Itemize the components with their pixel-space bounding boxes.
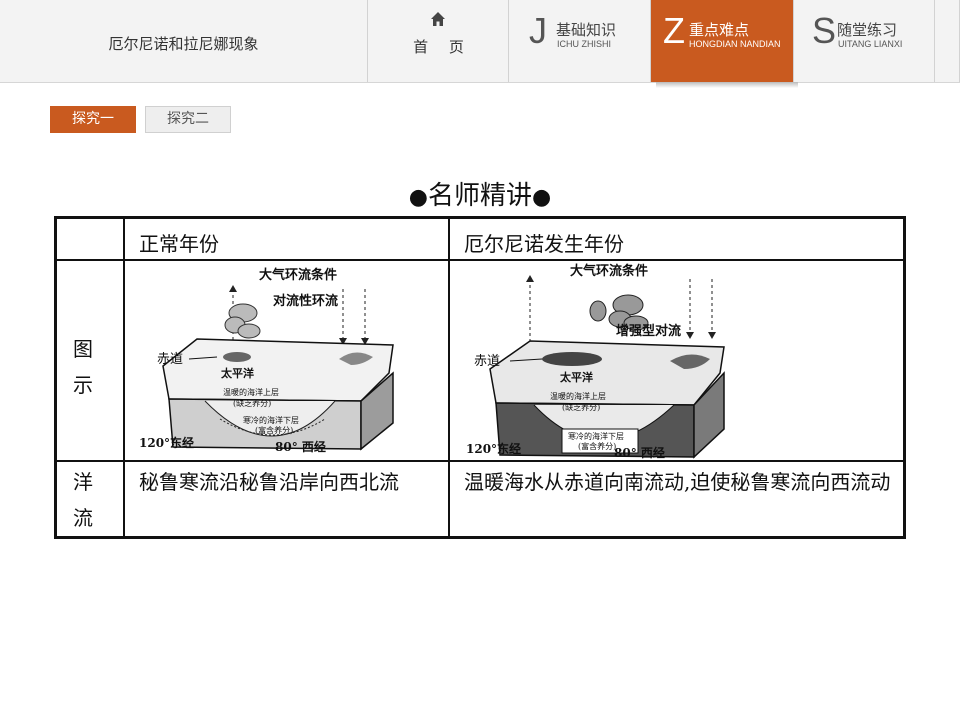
tab-letter: S [812,10,837,51]
fig-normal-upper: 温暖的海洋上层 [223,387,279,397]
nav-spacer [935,0,960,82]
fig-normal-lower-sub: (富含养分) [255,425,293,435]
subtab-tanjiu-1[interactable]: 探究一 [50,106,136,133]
table-corner-cell [54,216,125,261]
flow-normal-cell: 秘鲁寒流沿秘鲁沿岸向西北流 [123,460,450,539]
fig-elnino-lower: 寒冷的海洋下层 [568,431,624,441]
lesson-title: 厄尔尼诺和拉尼娜现象 [0,0,368,82]
section-title-text: 名师精讲 [427,181,532,211]
elnino-year-diagram: 大气环流条件 增强型对流 赤道 太平洋 温暖的海洋上层 (缺乏养分) 寒冷的海洋… [466,263,725,460]
table-row-ocean-current: 洋流 秘鲁寒流沿秘鲁沿岸向西北流 温暖海水从赤道向南流动,迫使秘鲁寒流向西流动 [54,460,906,539]
home-icon [431,12,445,26]
fig-elnino-ocean: 太平洋 [559,370,593,384]
row-label-figure: 图示 [54,259,125,462]
column-header-normal: 正常年份 [123,216,450,261]
fig-elnino-convection: 增强型对流 [616,323,681,339]
tab-zhongdian-nandian[interactable]: Z 重点难点 HONGDIAN NANDIAN [651,0,794,82]
fig-elnino-lon-west: 80° 西经 [614,445,665,460]
table-header-row: 正常年份 厄尔尼诺发生年份 [54,216,906,261]
normal-year-diagram: 大气环流条件 对流性环流 赤道 太平洋 温暖的海洋上层 (缺乏养分) 寒冷的海洋… [139,267,394,454]
tab-label: 随堂练习 [837,21,898,39]
home-button[interactable]: 首 页 [368,0,509,82]
bullet-icon: ● [408,185,428,210]
tab-pinyin: ICHU ZHISHI [557,39,611,49]
tab-pinyin: UITANG LIANXI [838,39,903,49]
fig-elnino-lower-sub: (富含养分) [578,441,616,451]
fig-normal-ocean: 太平洋 [220,366,254,380]
fig-normal-upper-sub: (缺乏养分) [233,398,271,408]
fig-elnino-upper-sub: (缺乏养分) [562,402,600,412]
fig-elnino-equator: 赤道 [474,354,500,369]
fig-normal-convection: 对流性环流 [273,293,338,309]
table-row-figure: 图示 [54,259,906,462]
tab-pinyin: HONGDIAN NANDIAN [689,39,781,49]
fig-normal-equator: 赤道 [157,352,183,367]
tab-jichu-zhishi[interactable]: J 基础知识 ICHU ZHISHI [509,0,651,82]
tab-letter: J [529,10,547,51]
top-navigation-bar: 厄尔尼诺和拉尼娜现象 首 页 J 基础知识 ICHU ZHISHI Z 重点难点… [0,0,960,83]
subtab-tanjiu-2[interactable]: 探究二 [145,106,231,133]
column-header-elnino: 厄尔尼诺发生年份 [448,216,906,261]
row-label-ocean-current: 洋流 [54,460,125,539]
fig-elnino-upper: 温暖的海洋上层 [550,391,606,401]
tab-label: 基础知识 [556,21,617,39]
tab-letter: Z [663,10,685,51]
figure-elnino-cell: 大气环流条件 增强型对流 赤道 太平洋 温暖的海洋上层 (缺乏养分) 寒冷的海洋… [448,259,906,462]
flow-elnino-cell: 温暖海水从赤道向南流动,迫使秘鲁寒流向西流动 [448,460,906,539]
home-label: 首 页 [413,38,472,56]
fig-elnino-top-label: 大气环流条件 [570,263,648,279]
bullet-icon: ● [532,185,552,210]
fig-elnino-lon-east: 120°东经 [466,441,521,456]
tab-suitang-lianxi[interactable]: S 随堂练习 UITANG LIANXI [794,0,935,82]
figure-normal-cell: 大气环流条件 对流性环流 赤道 太平洋 温暖的海洋上层 (缺乏养分) 寒冷的海洋… [123,259,450,462]
section-title: ●名师精讲● [0,175,960,212]
fig-normal-lon-east: 120°东经 [139,435,194,450]
fig-normal-lon-west: 80° 西经 [275,439,326,454]
tab-label: 重点难点 [689,21,750,39]
fig-normal-top-label: 大气环流条件 [259,267,337,283]
fig-normal-lower: 寒冷的海洋下层 [243,415,299,425]
active-tab-shadow [656,82,798,88]
comparison-table: 正常年份 厄尔尼诺发生年份 图示 [54,216,906,539]
